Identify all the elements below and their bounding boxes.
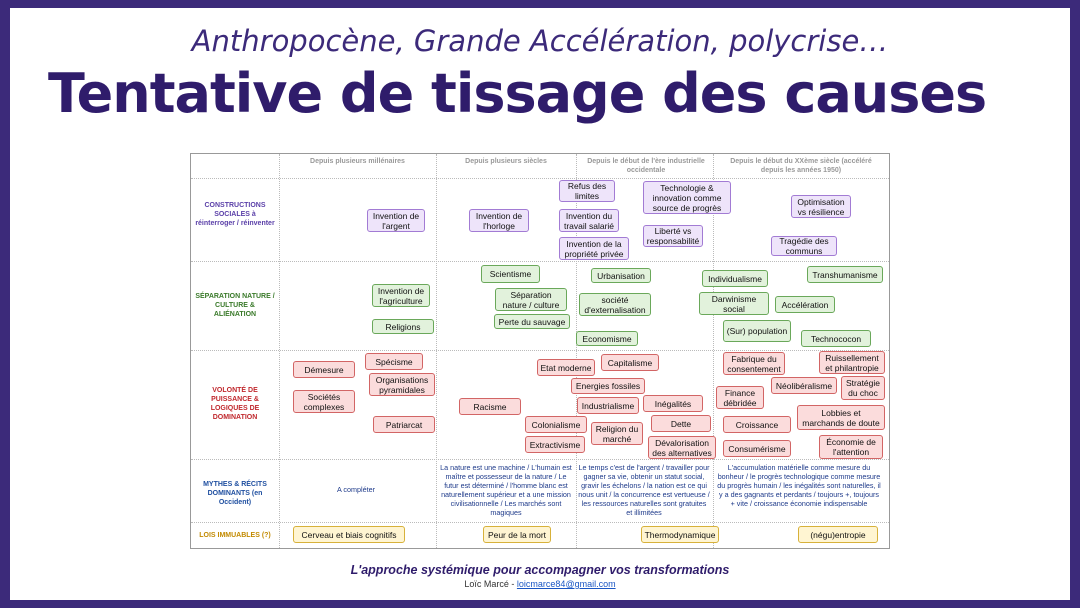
- box-racisme: Racisme: [459, 398, 521, 415]
- box-dette: Dette: [651, 415, 711, 432]
- column-header: Depuis le début de l'ère industrielle oc…: [587, 158, 705, 174]
- row-label-volonte: VOLONTÉ DE PUISSANCE & LOGIQUES DE DOMIN…: [210, 387, 260, 421]
- box-perte-sauvage: Perte du sauvage: [494, 314, 570, 329]
- box-lobbies: Lobbies et marchands de doute: [797, 405, 885, 430]
- myth-temps-argent: Le temps c'est de l'argent / travailler …: [578, 463, 710, 517]
- box-colonialisme: Colonialisme: [525, 416, 587, 433]
- box-invention-travail: Invention du travail salarié: [559, 209, 619, 232]
- column-header: Depuis plusieurs siècles: [465, 158, 547, 165]
- box-religions: Religions: [372, 319, 434, 334]
- box-liberte: Liberté vs responsabilité: [643, 225, 703, 247]
- row-label-constructions: CONSTRUCTIONS SOCIALES à réinterroger / …: [195, 202, 275, 227]
- row-label-mythes: MYTHES & RÉCITS DOMINANTS (en Occident): [203, 481, 267, 506]
- row-divider: [191, 261, 889, 262]
- box-tragedie: Tragédie des communs: [771, 236, 837, 256]
- box-croissance: Croissance: [723, 416, 791, 433]
- box-extractivisme: Extractivisme: [525, 436, 585, 453]
- box-religion-marche: Religion du marché: [591, 422, 643, 445]
- box-invention-horloge: Invention de l'horloge: [469, 209, 529, 232]
- box-urbanisation: Urbanisation: [591, 268, 651, 283]
- box-invention-propriete: Invention de la propriété privée: [559, 237, 629, 260]
- box-invention-agriculture: Invention de l'agriculture: [372, 284, 430, 307]
- myth-accumulation: L'accumulation matérielle comme mesure d…: [717, 463, 881, 508]
- box-darwinisme: Darwinisme social: [699, 292, 769, 315]
- box-transhumanisme: Transhumanisme: [807, 266, 883, 283]
- myth-a-completer: A compléter: [337, 485, 375, 494]
- box-patriarcat: Patriarcat: [373, 416, 435, 433]
- box-specisme: Spécisme: [365, 353, 423, 370]
- box-energies-fossiles: Energies fossiles: [571, 378, 645, 394]
- box-industrialisme: Industrialisme: [577, 397, 639, 414]
- box-finance-debridee: Finance débridée: [716, 386, 764, 409]
- box-consumerisme: Consumérisme: [723, 440, 791, 457]
- box-demesure: Démesure: [293, 361, 355, 378]
- box-refus-limites: Refus des limites: [559, 180, 615, 202]
- box-societes-complexes: Sociétés complexes: [293, 390, 355, 413]
- box-peur-mort: Peur de la mort: [483, 526, 551, 543]
- box-neguentropie: (négu)entropie: [798, 526, 878, 543]
- footer-tagline: L'approche systémique pour accompagner v…: [350, 563, 730, 577]
- box-scientisme: Scientisme: [481, 265, 540, 283]
- box-fabrique-consentement: Fabrique du consentement: [723, 352, 785, 375]
- footer-author: Loïc Marcé -: [464, 579, 515, 589]
- box-cerveau-biais: Cerveau et biais cognitifs: [293, 526, 405, 543]
- box-capitalisme: Capitalisme: [601, 354, 659, 371]
- box-thermodynamique: Thermodynamique: [641, 526, 719, 543]
- box-etat-moderne: Etat moderne: [537, 359, 595, 376]
- footer-email-link[interactable]: loicmarce84@gmail.com: [516, 579, 616, 589]
- box-invention-argent: Invention de l'argent: [367, 209, 425, 232]
- row-divider: [191, 522, 889, 523]
- box-strategie-choc: Stratégie du choc: [841, 376, 885, 400]
- column-header: Depuis plusieurs millénaires: [310, 158, 405, 165]
- box-economie-attention: Économie de l'attention: [819, 435, 883, 459]
- column-divider: [436, 154, 437, 548]
- column-header: Depuis le début du XXème siècle (accélér…: [730, 158, 872, 174]
- causes-diagram: Depuis plusieurs millénaires Depuis plus…: [190, 153, 890, 549]
- box-acceleration: Accélération: [775, 296, 835, 313]
- slide-subtitle: Anthropocène, Grande Accélération, polyc…: [191, 24, 889, 58]
- row-divider: [191, 178, 889, 179]
- box-economisme: Economisme: [576, 331, 638, 346]
- box-technologie: Technologie & innovation comme source de…: [643, 181, 731, 214]
- row-label-lois: LOIS IMMUABLES (?): [199, 532, 271, 539]
- box-technococon: Technococon: [801, 330, 871, 347]
- slide-title: Tentative de tissage des causes: [48, 62, 987, 125]
- box-devalorisation: Dévalorisation des alternatives: [648, 436, 716, 459]
- box-societe-externalisation: société d'externalisation: [579, 293, 651, 316]
- box-ruissellement: Ruissellement et philantropie: [819, 351, 885, 374]
- row-label-separation: SÉPARATION NATURE / CULTURE & ALIÉNATION: [195, 293, 275, 318]
- column-divider: [713, 154, 714, 548]
- myth-nature-machine: La nature est une machine / L'humain est…: [440, 463, 572, 517]
- footer-author-line: Loïc Marcé - loicmarce84@gmail.com: [0, 579, 1080, 589]
- box-organisations-pyramidales: Organisations pyramidales: [369, 373, 435, 396]
- box-neoliberalisme: Néolibéralisme: [771, 377, 837, 394]
- box-separation-nc: Séparation nature / culture: [495, 288, 567, 311]
- row-divider: [191, 350, 889, 351]
- row-divider: [191, 459, 889, 460]
- box-inegalites: Inégalités: [643, 395, 703, 412]
- box-surpopulation: (Sur) population: [723, 320, 791, 342]
- box-optimisation: Optimisation vs résilience: [791, 195, 851, 218]
- column-divider: [576, 154, 577, 548]
- column-divider: [279, 154, 280, 548]
- box-individualisme: Individualisme: [702, 270, 768, 287]
